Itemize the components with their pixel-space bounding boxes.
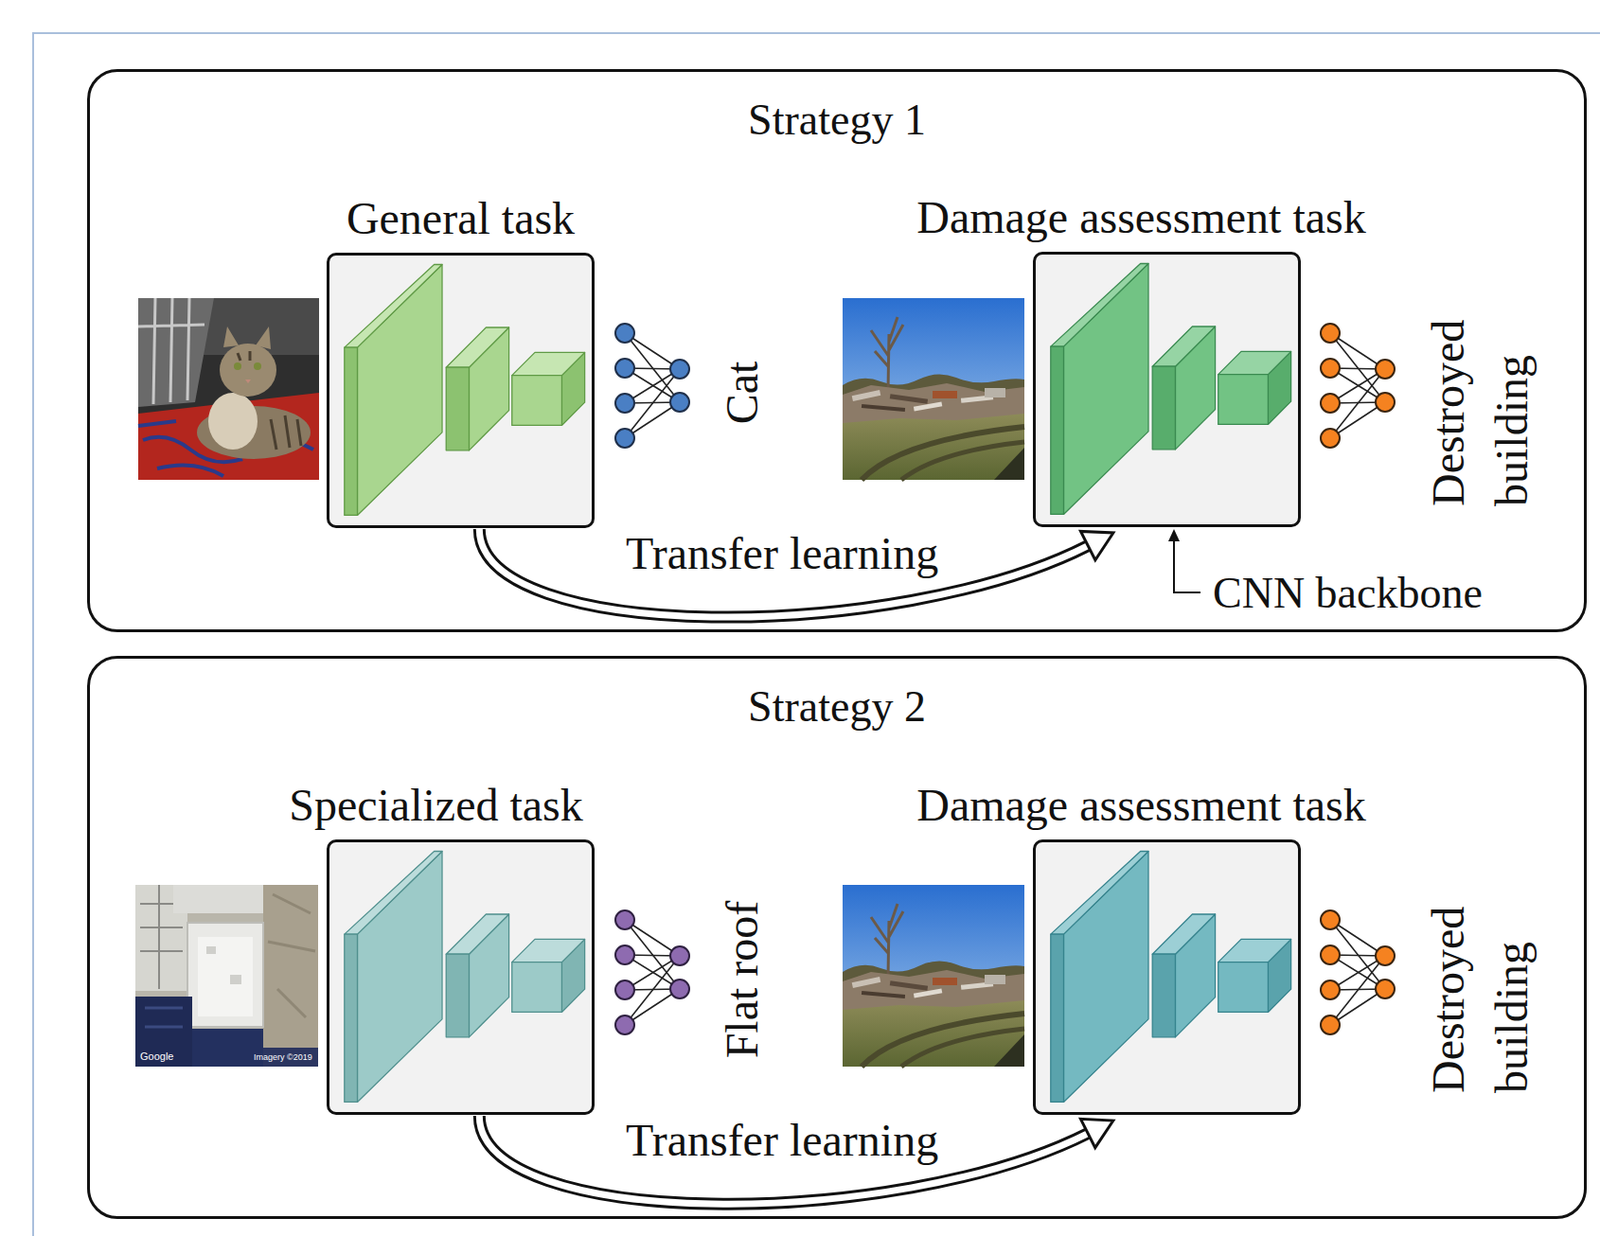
cnn-layer bbox=[512, 352, 586, 375]
cnn-backbone-drawing bbox=[1035, 842, 1298, 1113]
cnn-backbone-drawing bbox=[1035, 254, 1298, 525]
cnn-layer bbox=[1152, 326, 1215, 367]
panel-title: Strategy 2 bbox=[747, 683, 926, 732]
cnn-layer bbox=[344, 347, 358, 516]
arrow-fill bbox=[479, 1116, 1088, 1205]
cnn-layer bbox=[1050, 852, 1149, 936]
cnn-box: Damage assessment task bbox=[1032, 839, 1301, 1116]
cat-photo bbox=[138, 298, 320, 480]
debris-photo bbox=[842, 298, 1025, 480]
arrow-fill bbox=[479, 529, 1088, 618]
cnn-layer bbox=[1050, 264, 1149, 348]
nn-icon bbox=[1320, 323, 1395, 448]
task-heading: Specialized task bbox=[288, 781, 584, 832]
cnn-layer bbox=[344, 934, 358, 1103]
nn-icon bbox=[615, 323, 690, 448]
cnn-box: Specialized task bbox=[326, 839, 595, 1116]
task-heading: Damage assessment task bbox=[916, 193, 1367, 244]
arrow-outline bbox=[479, 1116, 1088, 1205]
output-label: Destroyed building bbox=[1416, 279, 1544, 507]
arrow-head bbox=[1080, 1119, 1113, 1148]
nn-icon bbox=[1320, 910, 1395, 1035]
cnn-box: General task bbox=[326, 252, 595, 529]
arrow-outline bbox=[479, 529, 1088, 618]
cnn-backbone-drawing bbox=[329, 842, 592, 1113]
cnn-layer bbox=[1050, 346, 1065, 515]
cnn-layer bbox=[1218, 374, 1269, 426]
satellite-photo bbox=[135, 885, 319, 1067]
debris-photo bbox=[842, 885, 1025, 1067]
panel-title: Strategy 1 bbox=[747, 96, 926, 145]
cnn-layer bbox=[1152, 954, 1175, 1038]
cnn-layer bbox=[1218, 962, 1269, 1014]
task-heading: General task bbox=[346, 194, 575, 245]
cnn-layer bbox=[1218, 939, 1292, 962]
cnn-layer bbox=[512, 375, 563, 427]
cnn-layer bbox=[1050, 934, 1065, 1103]
nn-icon bbox=[615, 910, 690, 1035]
leader-line bbox=[1168, 529, 1201, 593]
cnn-layer bbox=[344, 265, 443, 349]
cnn-layer bbox=[445, 914, 509, 955]
cnn-layer bbox=[445, 367, 469, 451]
cnn-backbone-drawing bbox=[329, 255, 592, 526]
cnn-layer bbox=[344, 852, 443, 936]
cnn-layer bbox=[445, 954, 469, 1038]
watermark: Imagery ©2019 bbox=[253, 1053, 313, 1064]
arrow-head bbox=[1080, 531, 1113, 560]
cnn-layer bbox=[1152, 366, 1175, 450]
edge-label: Transfer learning bbox=[620, 529, 944, 580]
cnn-layer bbox=[445, 327, 509, 368]
transfer-arrow bbox=[479, 1116, 1114, 1205]
output-label: Flat roof bbox=[717, 901, 768, 1060]
cnn-layer bbox=[512, 962, 563, 1014]
output-label: Destroyed building bbox=[1416, 866, 1544, 1094]
watermark: Google bbox=[140, 1050, 174, 1063]
cnn-layer bbox=[1152, 914, 1215, 955]
cnn-layer bbox=[512, 939, 586, 962]
cnn-layer bbox=[1218, 351, 1292, 374]
callout-label: CNN backbone bbox=[1212, 569, 1483, 619]
task-heading: Damage assessment task bbox=[916, 781, 1367, 832]
cnn-box: Damage assessment task bbox=[1032, 251, 1301, 528]
output-label: Cat bbox=[717, 361, 768, 426]
transfer-arrow bbox=[479, 529, 1114, 618]
edge-label: Transfer learning bbox=[620, 1116, 944, 1167]
